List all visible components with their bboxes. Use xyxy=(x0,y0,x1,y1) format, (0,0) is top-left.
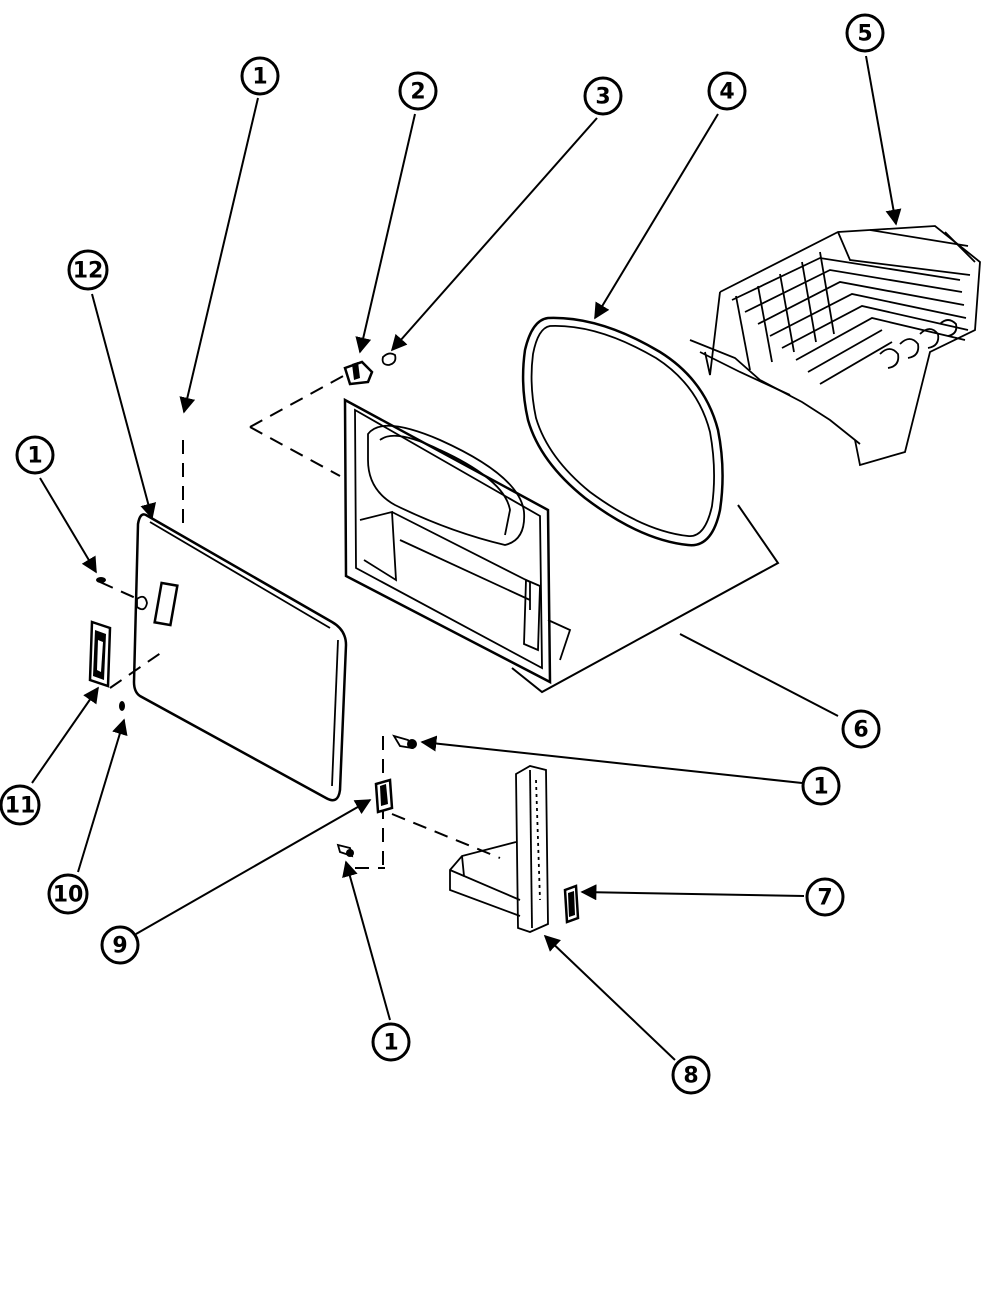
door-gasket-part xyxy=(521,316,724,547)
strike-part xyxy=(563,884,580,924)
callout-label: 5 xyxy=(857,22,872,47)
callout-label: 1 xyxy=(27,444,42,469)
rack-wires xyxy=(731,229,976,385)
callout-label: 8 xyxy=(683,1064,698,1089)
callout-5: 5 xyxy=(845,13,885,53)
callout-12: 12 xyxy=(67,249,109,291)
screw-right-middle xyxy=(392,734,417,750)
callout-9: 9 xyxy=(100,925,140,965)
callout-label: 12 xyxy=(73,259,104,284)
callout-3: 3 xyxy=(583,76,623,116)
callout-label: 1 xyxy=(252,65,267,90)
callout-label: 9 xyxy=(112,934,127,959)
callout-label: 1 xyxy=(383,1031,398,1056)
inner-door-assembly-part xyxy=(343,397,572,685)
callout-label: 7 xyxy=(817,886,832,911)
drying-rack-part xyxy=(689,225,981,467)
callout-1-top: 1 xyxy=(240,56,280,96)
hinge-part xyxy=(449,765,549,933)
small-screws-left xyxy=(96,577,125,711)
door-panel-part xyxy=(132,513,348,802)
callout-1-right: 1 xyxy=(801,766,841,806)
callout-10: 10 xyxy=(47,873,89,915)
callout-6: 6 xyxy=(841,709,881,749)
callout-1-left: 1 xyxy=(15,435,55,475)
leader-lines xyxy=(31,55,902,1061)
callout-2: 2 xyxy=(398,71,438,111)
callout-4: 4 xyxy=(707,71,747,111)
callout-label: 2 xyxy=(410,80,425,105)
callout-label: 11 xyxy=(5,794,36,819)
callout-label: 4 xyxy=(719,80,734,105)
assembly-6-bracket xyxy=(511,504,780,694)
screw-lower xyxy=(336,843,354,858)
callout-label: 10 xyxy=(53,883,84,908)
hinge-bracket-part xyxy=(343,352,397,386)
door-catch-part xyxy=(374,778,394,814)
callout-label: 3 xyxy=(595,85,610,110)
callout-8: 8 xyxy=(671,1055,711,1095)
callout-11: 11 xyxy=(0,784,41,826)
callout-label: 6 xyxy=(853,718,868,743)
door-handle-part xyxy=(88,620,112,688)
callout-label: 1 xyxy=(813,775,828,800)
callout-7: 7 xyxy=(805,877,845,917)
callout-1-bottom: 1 xyxy=(371,1022,411,1062)
